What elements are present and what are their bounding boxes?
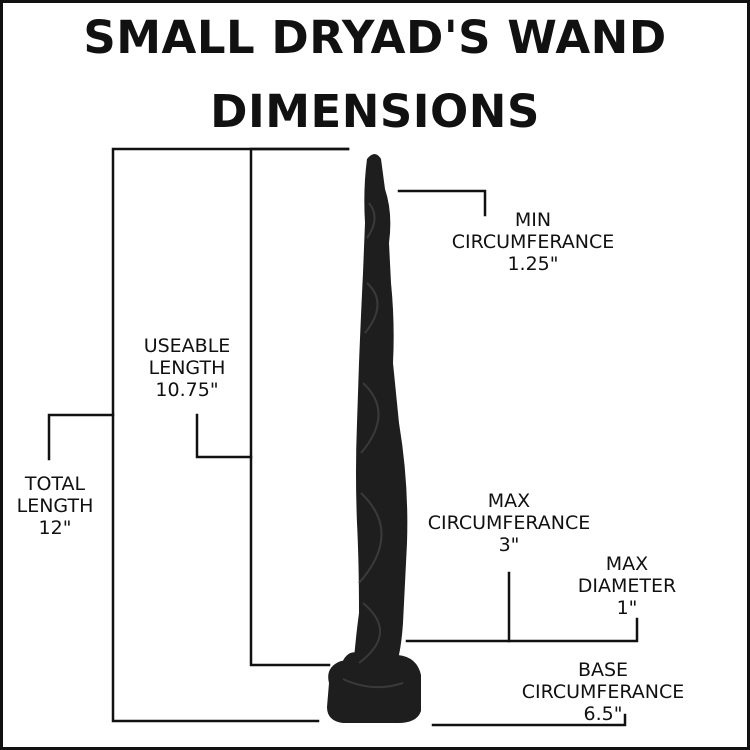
useable-length-line1: USEABLE xyxy=(143,335,231,357)
diagram-drawing xyxy=(47,147,639,727)
useable-length-value: 10.75" xyxy=(155,379,219,401)
title-line-2: DIMENSIONS xyxy=(210,85,540,138)
min-circumference-value: 1.25" xyxy=(507,253,559,275)
base-circumference-label: BASE CIRCUMFERANCE 6.5" xyxy=(503,659,703,725)
max-circumference-line1: MAX xyxy=(487,490,531,512)
min-circumference-leader xyxy=(397,189,487,217)
base-circumference-line2: CIRCUMFERANCE xyxy=(521,681,685,703)
max-circumference-line2: CIRCUMFERANCE xyxy=(427,512,591,534)
useable-length-bracket xyxy=(249,147,350,667)
useable-length-leader xyxy=(195,413,253,459)
max-diameter-label: MAX DIAMETER 1" xyxy=(563,553,691,619)
max-diameter-line2: DIAMETER xyxy=(577,575,677,597)
total-length-bracket xyxy=(111,147,350,723)
min-circumference-label: MIN CIRCUMFERANCE 1.25" xyxy=(435,209,631,275)
total-length-value: 12" xyxy=(38,517,72,539)
max-diameter-value: 1" xyxy=(616,597,638,619)
base-circumference-leader xyxy=(431,713,627,727)
max-circumference-value: 3" xyxy=(498,534,520,556)
title-line-1: SMALL DRYAD'S WAND xyxy=(83,11,667,64)
min-circumference-line2: CIRCUMFERANCE xyxy=(451,231,615,253)
max-circumference-bracket xyxy=(405,617,639,643)
total-length-line2: LENGTH xyxy=(16,495,94,517)
useable-length-line2: LENGTH xyxy=(148,357,226,379)
base-circumference-line1: BASE xyxy=(577,659,629,681)
total-length-label: TOTAL LENGTH 12" xyxy=(7,473,103,539)
max-circumference-label: MAX CIRCUMFERANCE 3" xyxy=(409,490,609,556)
useable-length-label: USEABLE LENGTH 10.75" xyxy=(131,335,243,401)
wand-product-image xyxy=(327,154,421,723)
total-length-leader xyxy=(47,413,115,461)
base-circumference-value: 6.5" xyxy=(583,703,623,725)
total-length-line1: TOTAL xyxy=(24,473,86,495)
min-circumference-line1: MIN xyxy=(514,209,552,231)
max-diameter-line1: MAX xyxy=(605,553,649,575)
wand-twist-lines xyxy=(342,202,404,689)
